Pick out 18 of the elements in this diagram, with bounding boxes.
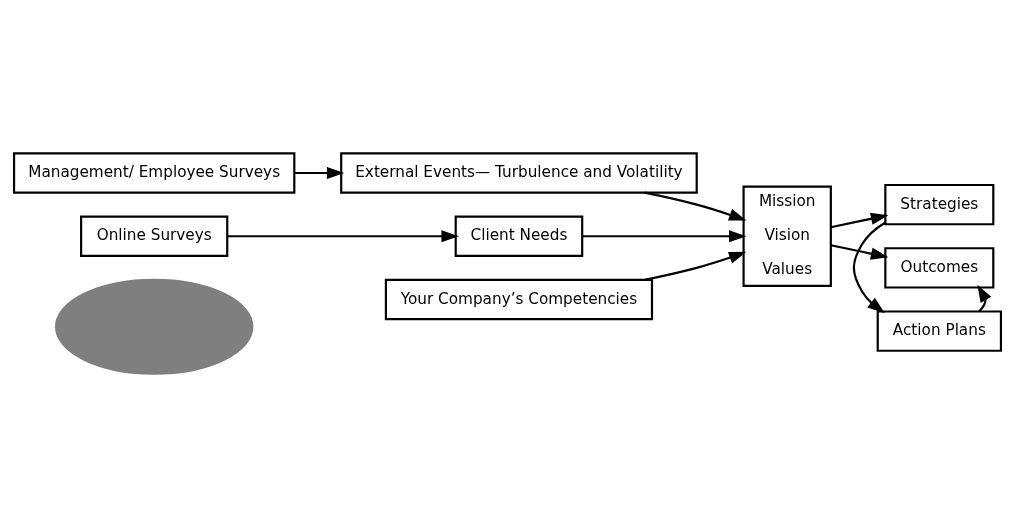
node-box: Action Plans [876, 310, 1003, 352]
arrow [582, 230, 747, 243]
node-box: Your Company’s Competencies [384, 278, 654, 321]
node-ellipse [54, 278, 254, 375]
arrow [644, 251, 747, 281]
arrow [830, 212, 889, 229]
node-box: Strategies [884, 183, 995, 226]
node-box: External Events— Turbulence and Volatility [340, 152, 698, 194]
arrow [294, 166, 345, 180]
arrow [830, 244, 889, 260]
node-box: Mission Vision Values [742, 185, 832, 287]
arrow [227, 230, 459, 243]
node-box: Management/ Employee Surveys [12, 152, 296, 194]
node-box: Client Needs [454, 215, 584, 257]
arrow [852, 221, 886, 314]
node-box: Online Surveys [80, 215, 229, 257]
node-box: Outcomes [884, 247, 995, 289]
arrow [644, 191, 747, 221]
